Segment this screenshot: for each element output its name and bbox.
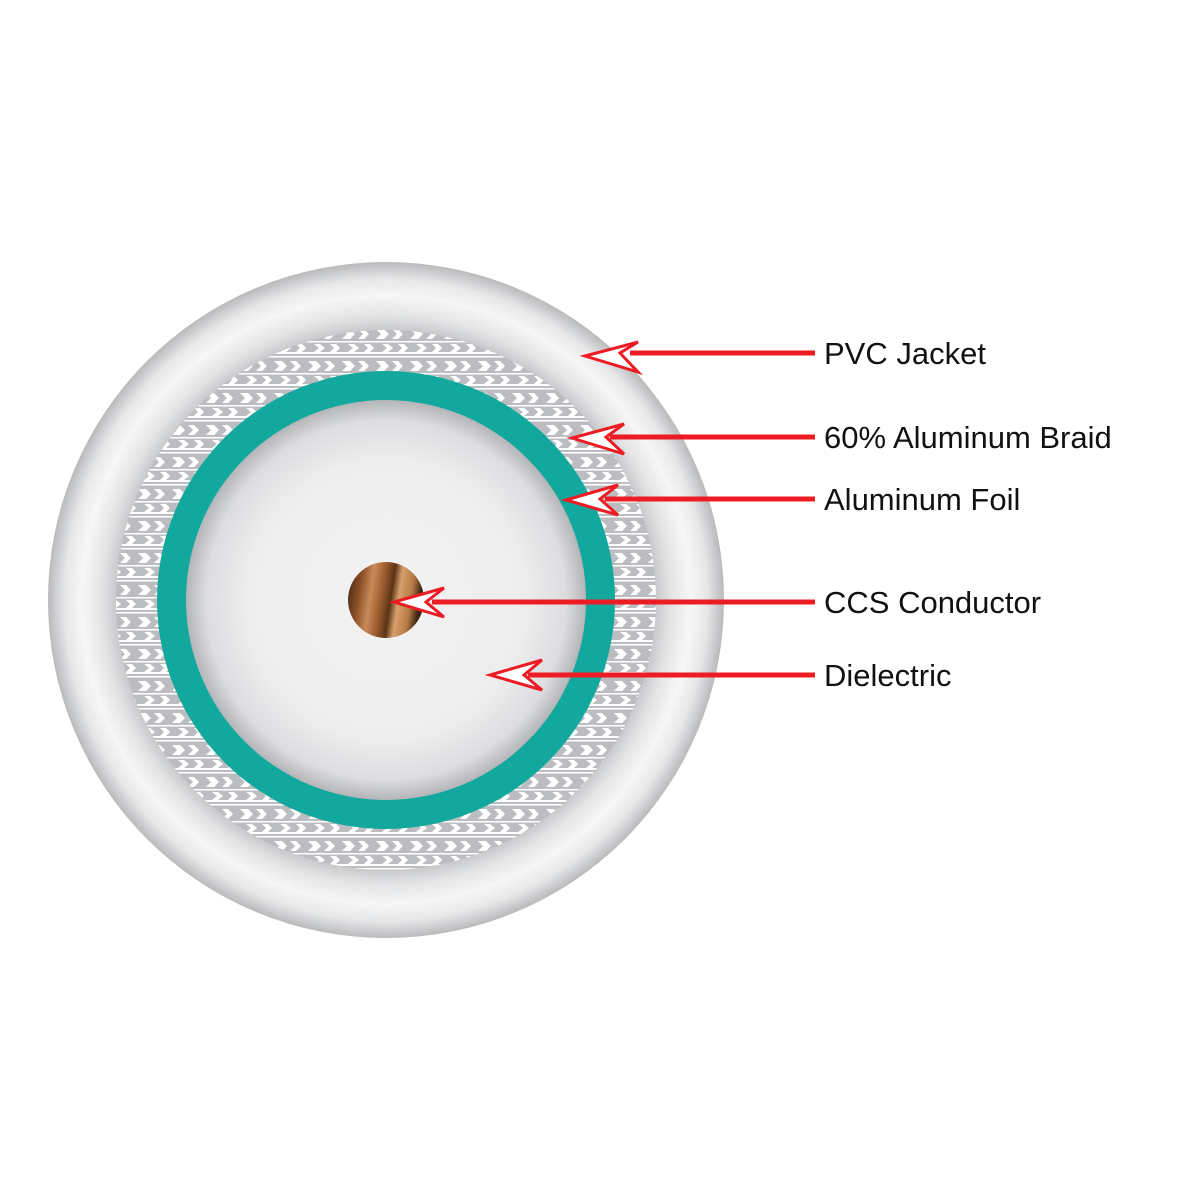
label-pvc-jacket: PVC Jacket [824,336,986,371]
label-dielectric: Dielectric [824,658,952,693]
arrow-dielectric [484,658,815,692]
arrow-pvc-jacket [579,340,815,376]
arrow-aluminum-foil [560,483,815,517]
label-ccs-conductor: CCS Conductor [824,585,1042,620]
arrow-aluminum-braid [566,422,815,456]
label-aluminum-foil: Aluminum Foil [824,482,1021,517]
ccs-conductor [348,562,424,638]
arrow-ccs-conductor [388,586,815,619]
label-aluminum-braid: 60% Aluminum Braid [824,420,1112,455]
